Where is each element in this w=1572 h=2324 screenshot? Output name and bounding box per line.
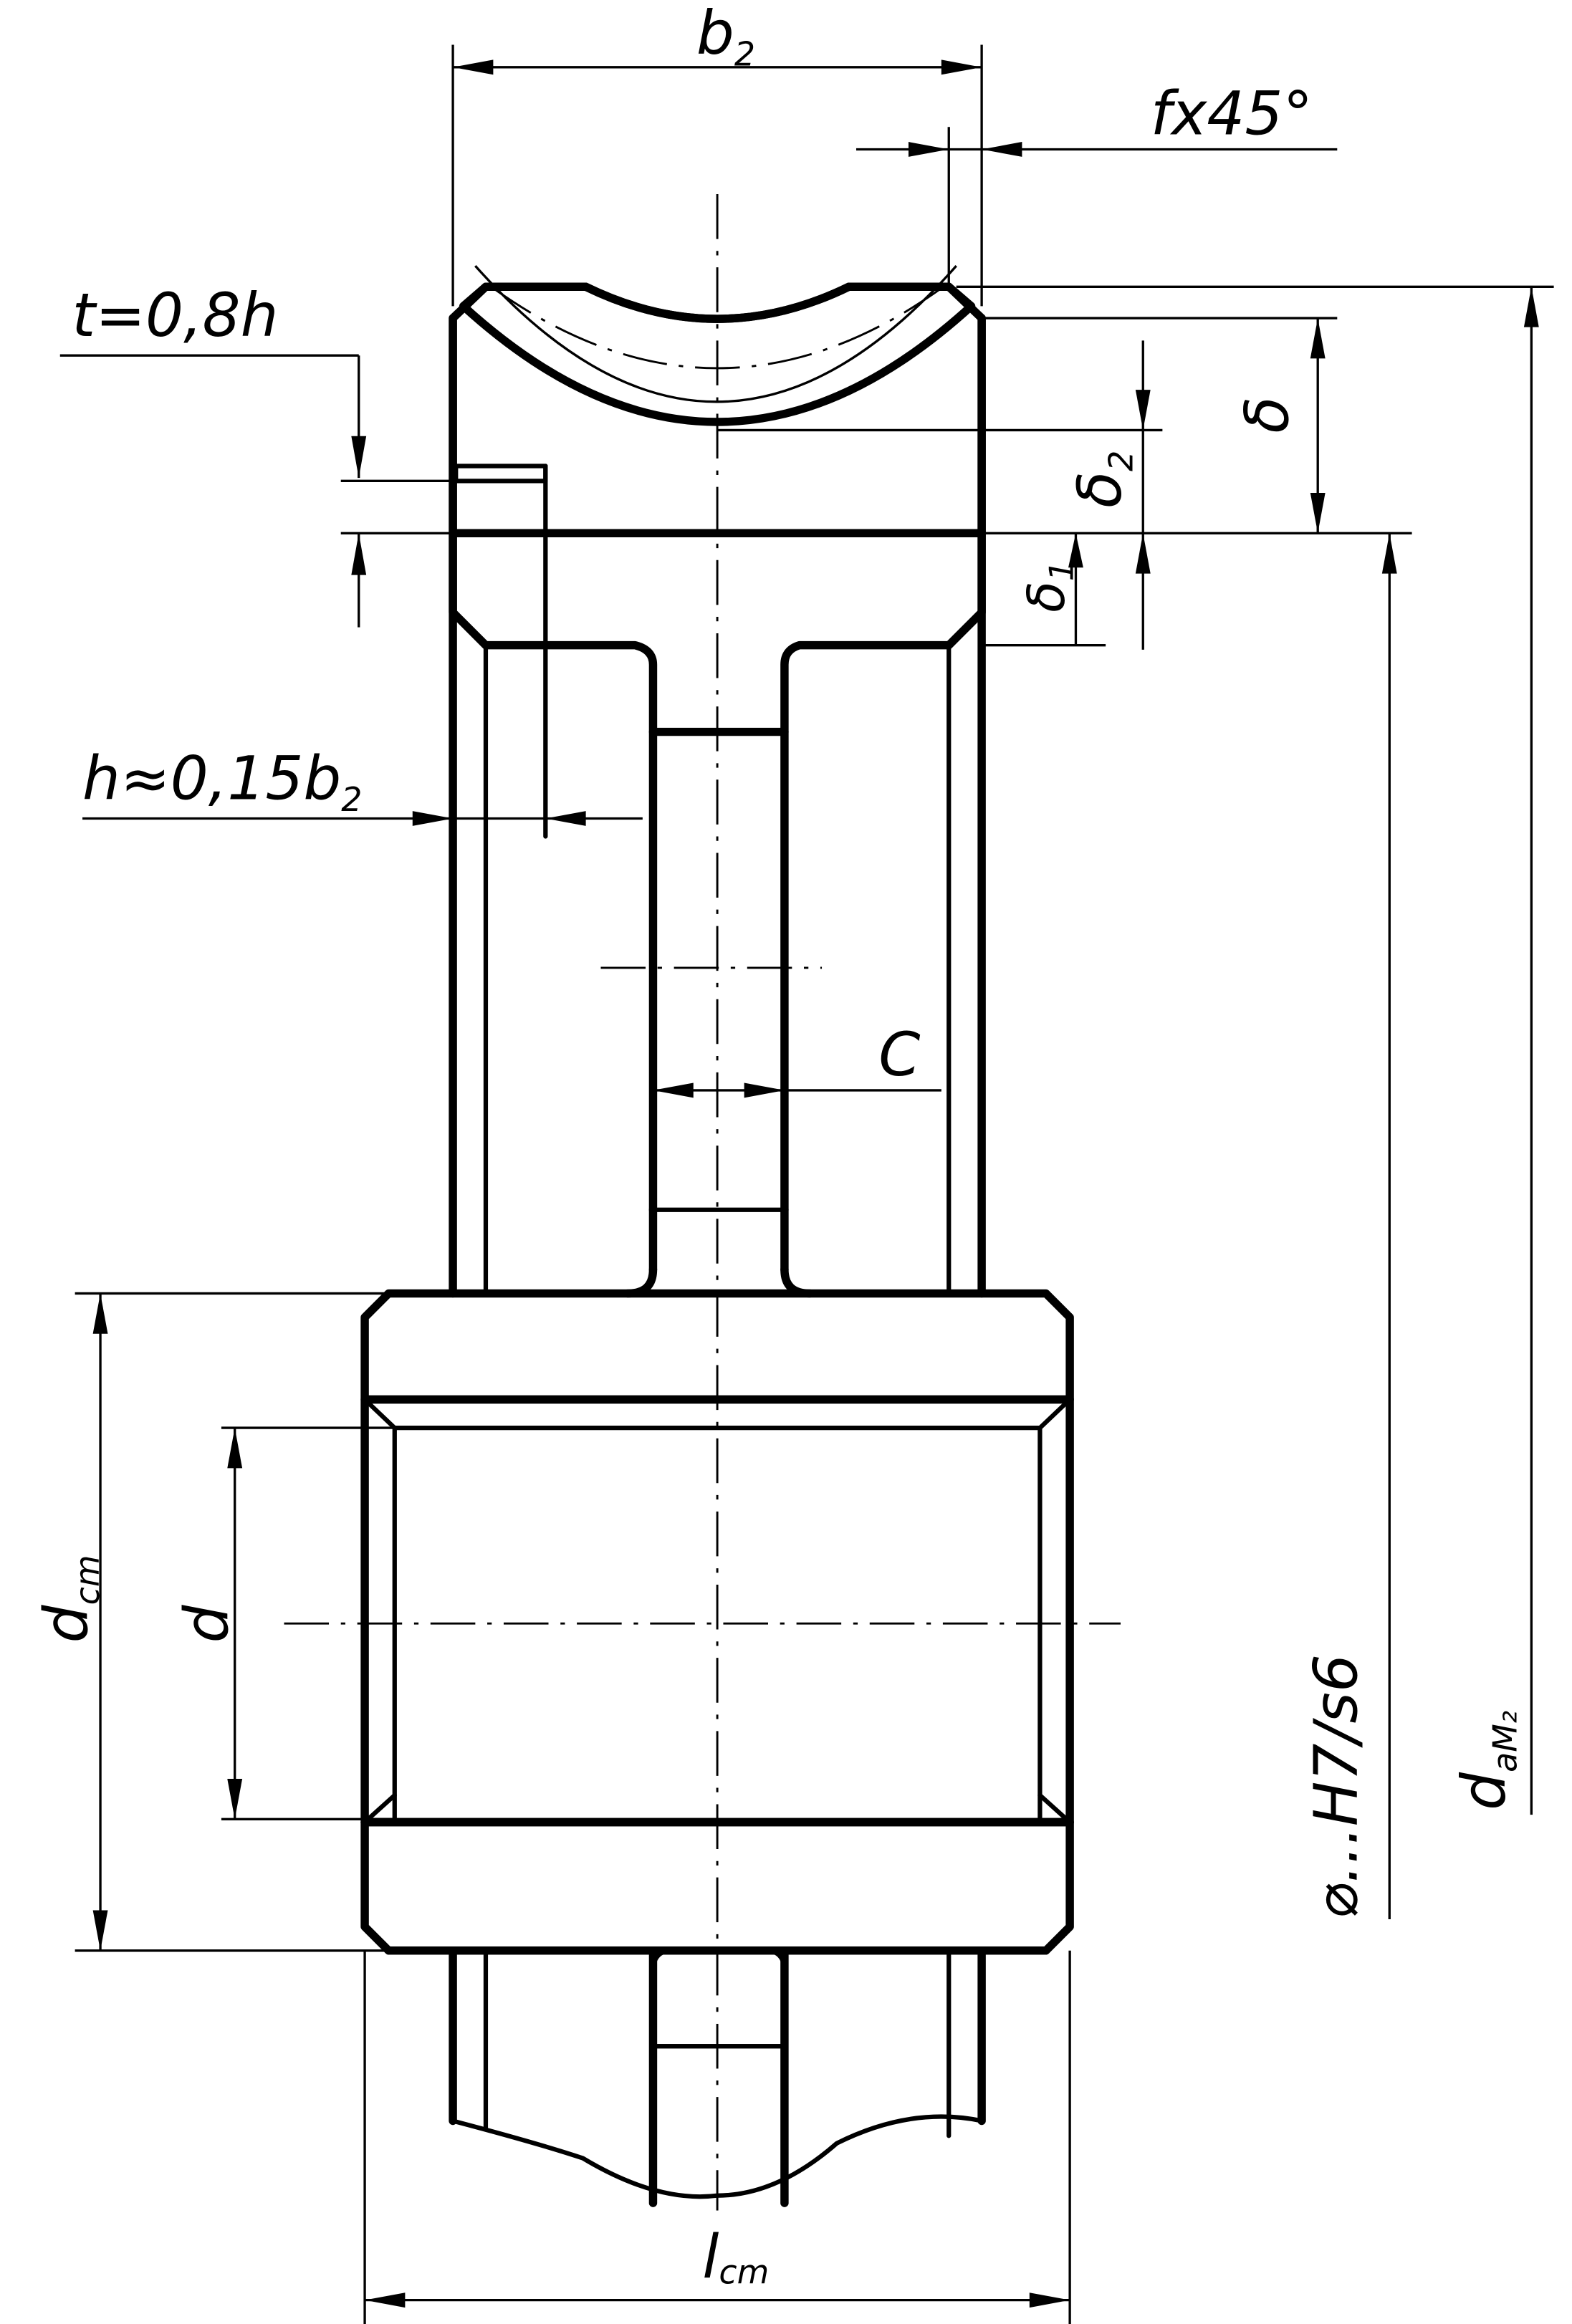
chamfer-label: fx45°: [1151, 80, 1313, 149]
locking-screw: [454, 464, 548, 484]
t-label: t=0,8h: [72, 281, 278, 350]
b2-label: b2: [696, 0, 755, 74]
delta2-label: δ2: [1065, 451, 1141, 508]
delta1-label: δ1: [1017, 560, 1081, 613]
dam2-label: daM₂: [1449, 1711, 1525, 1810]
throat-arc: [459, 282, 976, 426]
dcm-label: dcm: [32, 1555, 107, 1643]
axes: [284, 194, 1121, 2211]
c-label: C: [878, 1020, 920, 1090]
dimensions: b2 fx45° t=0,8h h≈0,15b2 C δ: [32, 0, 1554, 2324]
d-label: d: [172, 1604, 241, 1643]
h-label: h≈0,15b2: [82, 744, 362, 819]
delta-label: δ: [1233, 397, 1303, 433]
lcm-label: lcm: [702, 2222, 769, 2292]
fit-label: ⌀...H7/s6: [1301, 1654, 1371, 1919]
